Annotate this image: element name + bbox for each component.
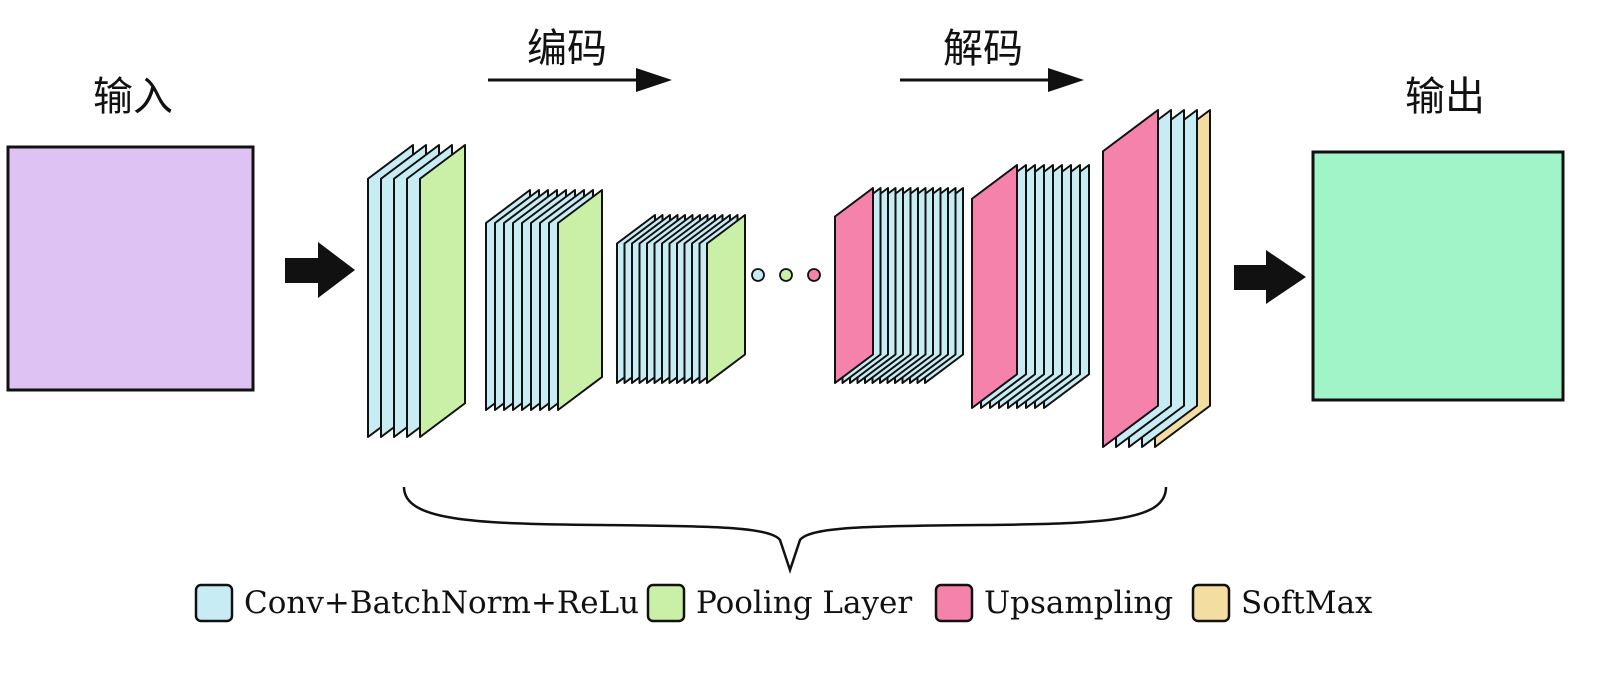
- encoder-label: 编码: [527, 26, 607, 72]
- output-label: 输出: [1405, 74, 1485, 120]
- network-brace: [402, 486, 1168, 574]
- legend-swatch-upsampling: [934, 583, 974, 623]
- decoder-block-1-layer-up: [834, 187, 874, 384]
- decoder-block-3: [1102, 109, 1211, 448]
- decoder-direction-arrow: [900, 68, 1084, 92]
- encoder-block-3: [616, 214, 746, 384]
- input-image-square: [6, 145, 255, 392]
- legend-label-conv: Conv+BatchNorm+ReLu: [244, 585, 639, 621]
- encoder-block-3-layer-pool: [706, 214, 746, 384]
- encoder-block-2: [485, 189, 603, 411]
- input-label: 输入: [93, 74, 173, 120]
- legend-swatch-pool: [646, 583, 686, 623]
- legend-label-upsampling: Upsampling: [984, 585, 1173, 621]
- output-flow-arrow: [1234, 250, 1306, 304]
- ellipsis-dot-conv: [751, 268, 765, 282]
- encoder-block-1-layer-pool: [419, 144, 466, 438]
- decoder-block-2-layer-up: [971, 164, 1018, 409]
- output-image-square: [1311, 150, 1565, 402]
- ellipsis-dots: [751, 268, 821, 282]
- legend-swatch-conv: [194, 583, 234, 623]
- decoder-label: 解码: [943, 26, 1023, 72]
- legend-label-softmax: SoftMax: [1241, 585, 1373, 621]
- legend-label-pool: Pooling Layer: [696, 585, 912, 621]
- input-flow-arrow: [285, 242, 355, 298]
- legend-swatch-softmax: [1191, 583, 1231, 623]
- encoder-block-1: [367, 144, 466, 438]
- decoder-block-1: [834, 187, 964, 384]
- ellipsis-dot-up: [807, 268, 821, 282]
- decoder-block-3-layer-up: [1102, 109, 1159, 448]
- encoder-block-2-layer-pool: [557, 189, 603, 411]
- decoder-block-2: [971, 164, 1090, 409]
- legend: Conv+BatchNorm+ReLu Pooling Layer Upsamp…: [194, 583, 1373, 623]
- ellipsis-dot-pool: [779, 268, 793, 282]
- encoder-direction-arrow: [488, 68, 672, 92]
